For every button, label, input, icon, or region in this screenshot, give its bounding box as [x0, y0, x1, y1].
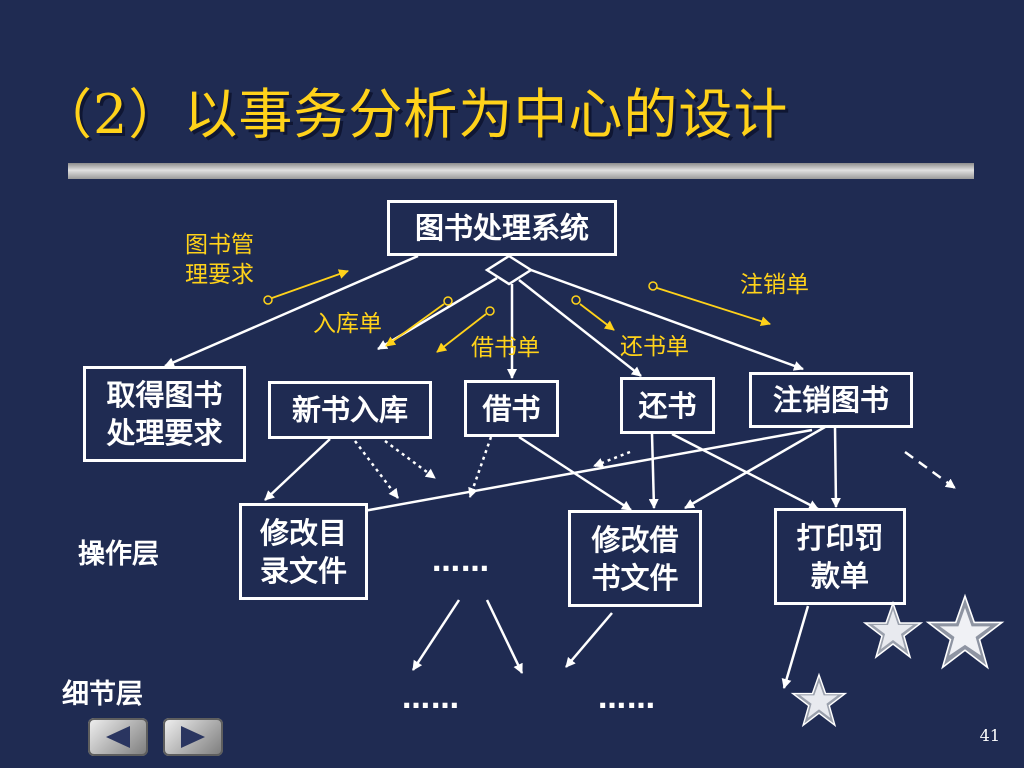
node-cancel-book: 注销图书	[749, 372, 913, 428]
flow-arrow-borrow-slip	[436, 306, 495, 353]
node-borrow-book-label: 借书	[482, 391, 541, 426]
flow-label-cancel-slip: 注销单	[740, 272, 809, 298]
star-icon	[790, 672, 848, 728]
flow-label-mgmt-req-line1: 图书管	[185, 232, 254, 258]
node-modify-borrow-file: 修改借 书文件	[568, 510, 702, 607]
dashed-cancel	[904, 450, 956, 490]
flow-label-return-slip: 还书单	[620, 334, 689, 360]
node-print-fine-line2: 款单	[810, 558, 869, 593]
ellipsis-detail-2: ……	[598, 682, 656, 715]
node-modify-catalog-line1: 修改目	[259, 515, 347, 550]
flow-label-mgmt-req-line2: 理要求	[185, 262, 254, 288]
dotted-newbook-1	[354, 440, 399, 499]
edge-detail-3	[565, 612, 613, 668]
node-return-book-label: 还书	[638, 388, 697, 423]
flow-arrow-return-slip	[571, 295, 615, 331]
flow-arrow-mgmt-req	[263, 269, 349, 305]
prev-slide-icon	[106, 726, 130, 748]
edge-cancel-modify-borrow	[684, 425, 826, 510]
node-return-book: 还书	[620, 377, 715, 434]
edge-detail-2	[485, 599, 524, 674]
edge-cancel-modify-catalog	[346, 428, 813, 518]
edge-return-modify-borrow	[648, 433, 659, 509]
flow-label-in-stock: 入库单	[313, 311, 382, 337]
edge-diamond-cancel	[530, 268, 804, 371]
page-number: 41	[979, 726, 1000, 745]
node-modify-catalog-line2: 录文件	[259, 553, 347, 588]
node-new-book-intake-label: 新书入库	[291, 393, 408, 427]
layer-label-detail: 细节层	[62, 679, 143, 710]
edge-cancel-print-fine	[830, 426, 841, 508]
star-icon	[925, 593, 1005, 670]
edge-diamond-return	[518, 279, 642, 377]
layer-label-operation: 操作层	[78, 539, 159, 570]
node-get-request-line1: 取得图书	[106, 378, 223, 412]
edge-return-print-fine	[671, 432, 819, 511]
flow-label-borrow-slip: 借书单	[471, 335, 540, 361]
prev-slide-button[interactable]	[88, 718, 148, 756]
edge-detail-4	[781, 605, 810, 689]
node-modify-borrow-line1: 修改借	[591, 522, 679, 557]
next-slide-button[interactable]	[163, 718, 223, 756]
flow-arrow-cancel-slip	[648, 281, 771, 327]
edge-detail-1	[411, 599, 461, 671]
node-print-fine-slip: 打印罚 款单	[774, 508, 906, 605]
node-get-processing-request: 取得图书 处理要求	[83, 366, 246, 462]
node-book-processing-system-label: 图书处理系统	[414, 211, 589, 245]
ellipsis-operation: ……	[432, 545, 490, 578]
dotted-newbook-2	[384, 439, 436, 480]
node-book-processing-system: 图书处理系统	[387, 200, 617, 256]
node-print-fine-line1: 打印罚	[796, 520, 884, 555]
ellipsis-detail-1: ……	[402, 682, 460, 715]
title-divider	[68, 163, 974, 179]
edge-root-get-req	[164, 254, 419, 368]
node-borrow-book: 借书	[464, 380, 559, 437]
flow-label-mgmt-req: 图书管 理要求	[185, 230, 254, 290]
node-cancel-book-label: 注销图书	[772, 383, 889, 417]
star-icon	[862, 600, 924, 659]
transaction-center-diamond	[484, 254, 534, 286]
node-modify-catalog-file: 修改目 录文件	[239, 503, 368, 600]
slide-title: （2）以事务分析为中心的设计	[38, 83, 789, 146]
flow-arrow-in-stock	[385, 296, 453, 347]
node-new-book-intake: 新书入库	[268, 381, 432, 439]
node-modify-borrow-line2: 书文件	[591, 560, 679, 595]
next-slide-icon	[181, 726, 205, 748]
edge-newbook-modify-catalog	[264, 438, 331, 501]
node-get-request-line2: 处理要求	[106, 416, 223, 450]
